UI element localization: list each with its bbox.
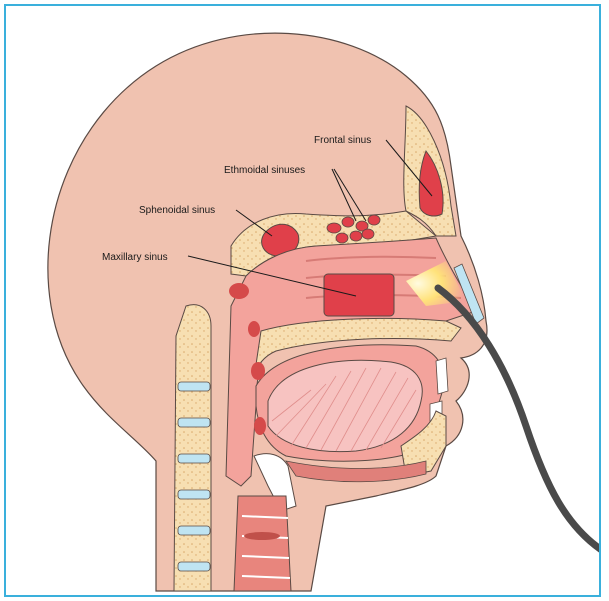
- svg-text:Sphenoidal sinus: Sphenoidal sinus: [139, 205, 215, 216]
- svg-text:Frontal sinus: Frontal sinus: [314, 135, 371, 146]
- cervical-spine: [174, 305, 211, 591]
- svg-text:Ethmoidal sinuses: Ethmoidal sinuses: [224, 165, 305, 176]
- vocal-cords: [244, 532, 280, 540]
- sinus-anatomy-diagram: Frontal sinus Ethmoidal sinuses Sphenoid…: [6, 6, 601, 597]
- svg-text:Maxillary sinus: Maxillary sinus: [102, 252, 168, 263]
- maxillary-sinus: [324, 274, 394, 316]
- diagram-frame: Frontal sinus Ethmoidal sinuses Sphenoid…: [4, 4, 601, 597]
